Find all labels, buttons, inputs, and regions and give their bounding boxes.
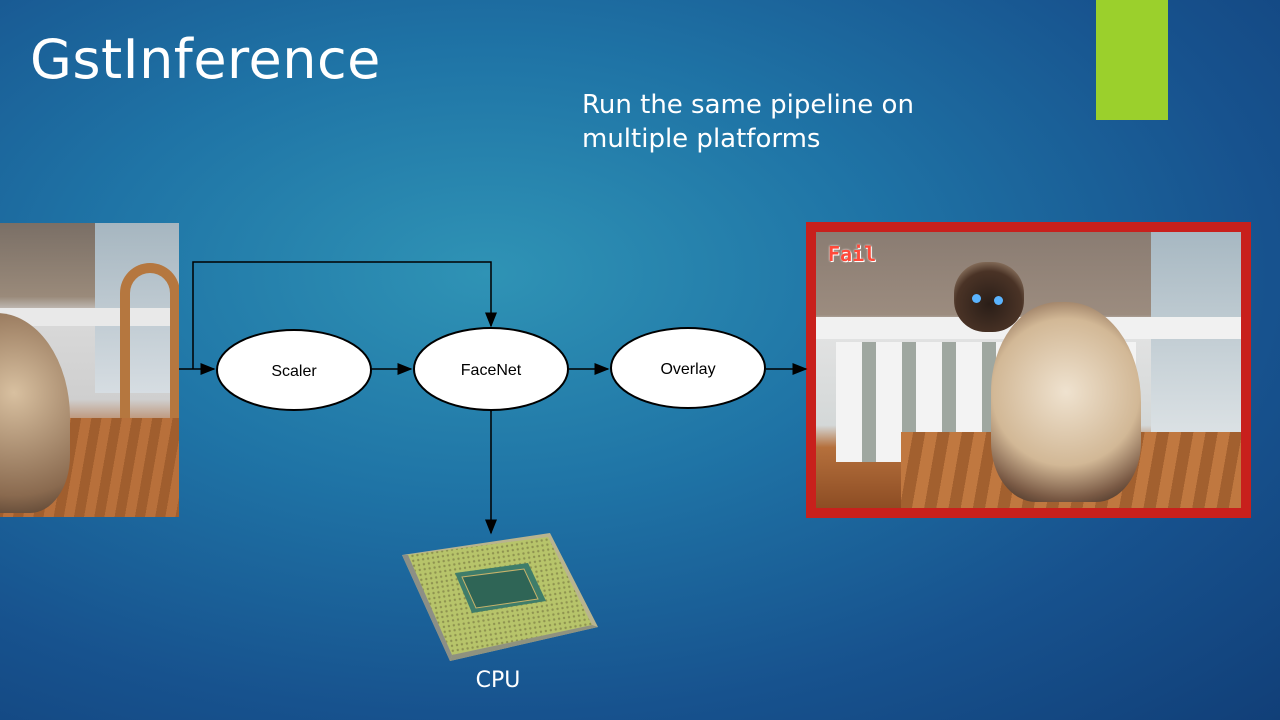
node-overlay-label: Overlay — [660, 361, 715, 378]
accent-bar — [1096, 0, 1168, 120]
node-scaler-label: Scaler — [271, 363, 317, 380]
slide-title: GstInference — [30, 28, 381, 91]
cpu-chip-icon — [402, 533, 598, 661]
edge-input-facenet-bypass — [192, 261, 497, 369]
node-overlay: Overlay — [610, 327, 766, 409]
output-image-frame: Fail — [806, 222, 1251, 518]
node-scaler: Scaler — [216, 329, 372, 411]
fail-overlay-label: Fail — [828, 242, 877, 266]
cpu-label: CPU — [475, 668, 521, 693]
slide-subtitle: Run the same pipeline on multiple platfo… — [582, 90, 914, 154]
node-facenet: FaceNet — [413, 327, 569, 411]
output-image: Fail — [816, 232, 1241, 508]
node-facenet-label: FaceNet — [461, 362, 522, 379]
input-image — [0, 223, 179, 517]
